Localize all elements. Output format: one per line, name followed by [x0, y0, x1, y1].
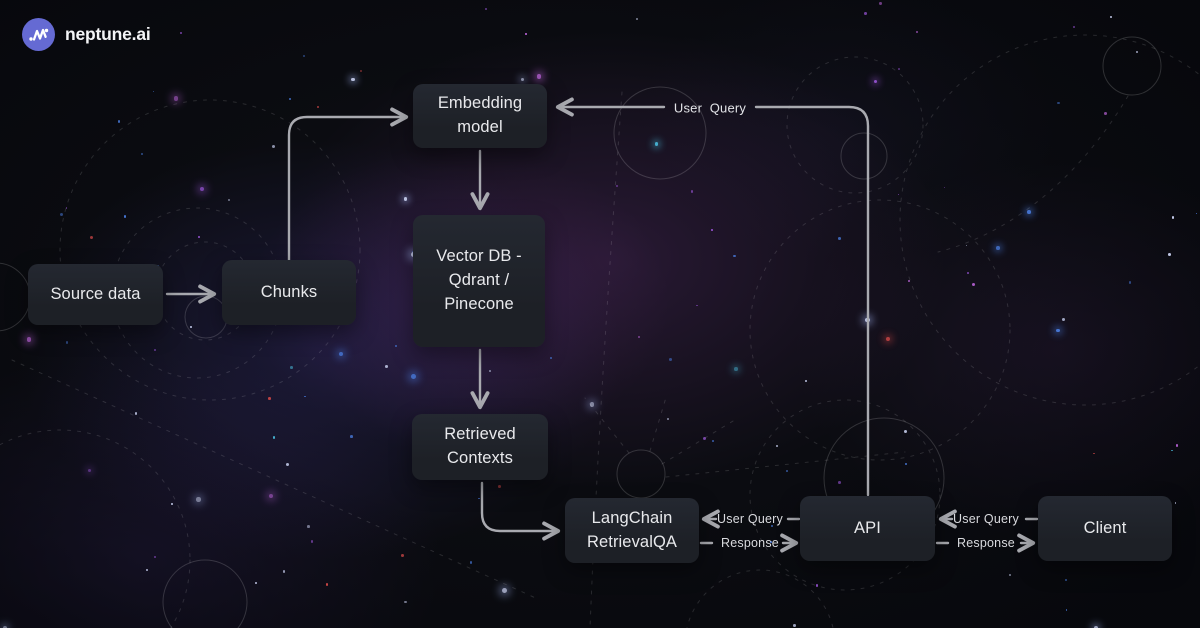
edge-chunks-to-embedding — [287, 107, 409, 262]
edge-label-langchain-api-user-query: User Query — [717, 512, 783, 526]
node-api: API — [800, 496, 935, 561]
brand-logo: neptune.ai — [22, 18, 151, 51]
edge-api-to-embedding-line — [754, 105, 870, 497]
node-label-api: API — [854, 518, 881, 537]
edge-label-user-query-main: User Query — [673, 100, 747, 116]
node-label-chunks: Chunks — [260, 282, 318, 301]
brand-name: neptune.ai — [65, 24, 151, 44]
node-label-retrieved-contexts: Retrieved Contexts — [444, 425, 516, 467]
edge-retrieved-to-langchain — [480, 481, 561, 541]
node-label-embedding-model: Embedding model — [437, 94, 523, 136]
edge-label-langchain-api-response: Response — [721, 536, 779, 550]
neptune-wave-icon — [22, 18, 55, 51]
node-chunks: Chunks — [222, 260, 356, 325]
node-vector-db: Vector DB - Qdrant / Pinecone — [413, 215, 545, 347]
node-retrieved-contexts: Retrieved Contexts — [412, 414, 548, 480]
node-label-vector-db: Vector DB - Qdrant / Pinecone — [436, 247, 522, 313]
node-label-langchain-retrievalqa: LangChain RetrievalQA — [586, 508, 678, 551]
edge-label-api-client-response: Response — [957, 536, 1015, 550]
node-client: Client — [1038, 496, 1172, 561]
node-label-source-data: Source data — [50, 284, 141, 303]
node-source-data: Source data — [28, 264, 163, 325]
node-langchain-retrievalqa: LangChain RetrievalQA — [565, 498, 699, 563]
edge-label-api-client-user-query: User Query — [953, 512, 1019, 526]
node-embedding-model: Embedding model — [413, 84, 547, 148]
node-label-client: Client — [1083, 518, 1127, 537]
